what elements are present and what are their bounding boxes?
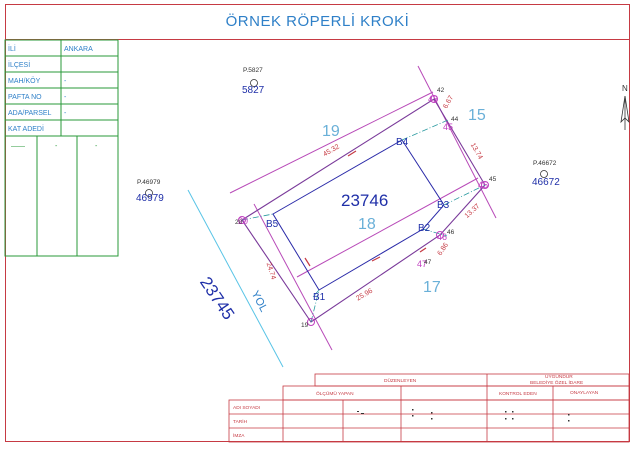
info-label: İLÇESİ (8, 60, 30, 69)
neighbor-number: 15 (468, 107, 486, 124)
legend-box-text: —— - - (11, 143, 98, 150)
info-value: - (64, 78, 67, 85)
road-label: YOL (249, 289, 270, 314)
ref-number: 5827 (242, 85, 265, 96)
ref-label: P.46672 (533, 160, 557, 167)
ref-number: 46979 (136, 193, 164, 204)
corner-label: B4 (396, 137, 409, 148)
small-point-labels: 42 44 45 46 47 19 20 (235, 87, 497, 329)
parcel-sub-number: 18 (358, 216, 376, 233)
point-label: 43 (428, 94, 438, 104)
dimension-label: 24.74 (265, 262, 277, 281)
point-label: 45 (489, 176, 497, 183)
parcel-main-number: 23746 (341, 191, 388, 210)
footer-onaylayan: ONAYLAYAN (570, 390, 599, 396)
footer-belediye: BELEDİYE ÖZEL İDARE (530, 379, 583, 386)
info-label: PAFTA NO (8, 94, 42, 101)
point-label: 45 (478, 180, 488, 190)
corner-point-markers (238, 95, 489, 326)
info-label: İLİ (8, 44, 16, 53)
legend-item: - (95, 143, 98, 150)
page-title: ÖRNEK RÖPERLİ KROKİ (225, 13, 410, 30)
north-label: N (622, 84, 628, 93)
point-label: 47 (424, 259, 432, 266)
footer-olcumu-yapan: ÖLÇÜMÜ YAPAN (316, 390, 354, 397)
ref-marker-icon (250, 79, 258, 87)
ref-marker-icon (540, 170, 548, 178)
point-label: 47 (417, 259, 427, 269)
point-label: 20 (238, 216, 248, 226)
tick-marks (304, 150, 427, 267)
ref-point-46672: P.46672 46672 (532, 160, 560, 188)
dimension-label: 13.74 (469, 142, 484, 161)
road-edge-line (187, 189, 284, 368)
point-label: 20 (235, 219, 243, 226)
road-parcel-number: 23745 (196, 273, 238, 323)
ref-point-5827: P.5827 5827 (242, 67, 265, 96)
corner-label: B2 (418, 223, 431, 234)
info-label: MAH/KÖY (8, 77, 41, 85)
dimension-label: 6.67 (442, 95, 455, 110)
point-label: 46 (447, 229, 455, 236)
footer-uygundur: UYGUNDUR (545, 374, 573, 380)
legend-item: —— (11, 143, 25, 150)
signature-placeholder-dots (357, 409, 570, 422)
info-value: ANKARA (64, 46, 93, 53)
ref-label: P.46979 (137, 179, 161, 186)
ref-label: P.5827 (243, 67, 263, 74)
info-table-text: İLİ ANKARA İLÇESİ MAH/KÖY - PAFTA NO - A… (8, 44, 93, 133)
footer-adi-soyadi: ADI SOYADI (233, 405, 260, 411)
footer-duzenleyen: DÜZENLEYEN (384, 377, 417, 384)
north-arrow-icon: N (620, 84, 630, 130)
footer-tarih: TARİH (233, 418, 248, 425)
ref-marker-icon (145, 189, 153, 197)
info-table (4, 39, 119, 257)
corner-label: B5 (266, 219, 279, 230)
info-value: - (64, 110, 67, 117)
measurement-lines (241, 119, 486, 323)
corner-label: B1 (313, 292, 326, 303)
parcel-boundary (241, 98, 486, 323)
footer-imza: İMZA (233, 432, 245, 439)
info-label: KAT ADEDİ (8, 124, 44, 133)
ref-number: 46672 (532, 177, 560, 188)
point-label: 19 (301, 322, 309, 329)
neighbor-number: 19 (322, 123, 340, 140)
dimension-label: 6.86 (436, 242, 450, 257)
footer-kontrol-eden: KONTROL EDEN (499, 391, 537, 397)
signature-table (228, 373, 630, 443)
ref-point-46979: P.46979 46979 (136, 179, 164, 204)
info-value: - (64, 94, 67, 101)
point-label: 45 (443, 122, 453, 132)
legend-item: - (55, 143, 58, 150)
corner-point-labels: 43 45 45 46 47 20 (238, 94, 488, 269)
building-corner-labels: B1 B2 B3 B4 B5 (266, 137, 450, 303)
signature-table-text: DÜZENLEYEN UYGUNDUR BELEDİYE ÖZEL İDARE … (233, 374, 599, 439)
neighbor-number: 17 (423, 279, 441, 296)
point-label: 44 (451, 116, 459, 123)
corner-label: B3 (437, 200, 450, 211)
building-outline (272, 139, 445, 291)
title-bar: ÖRNEK RÖPERLİ KROKİ (5, 4, 630, 40)
info-label: ADA/PARSEL (8, 110, 52, 117)
point-label: 42 (437, 87, 445, 94)
point-label: 46 (437, 232, 447, 242)
neighbor-boundaries (229, 65, 497, 351)
